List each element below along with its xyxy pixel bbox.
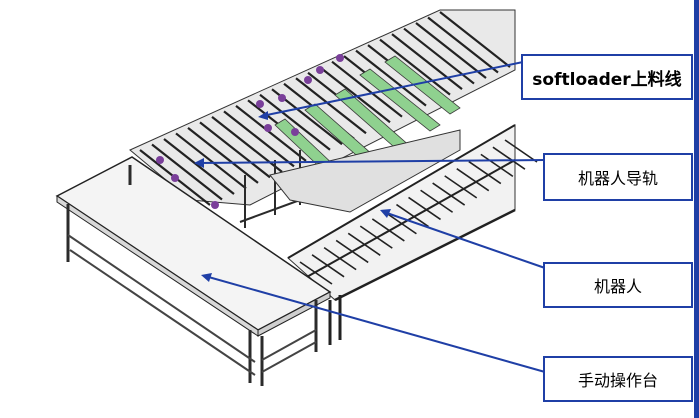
manual-table-label-text: 手动操作台 [577, 371, 658, 390]
softloader-roller [391, 33, 463, 90]
softloader-roller [427, 16, 499, 74]
softloader-label: softloader上料线 [521, 54, 693, 100]
softloader-roller [175, 132, 247, 190]
softloader-roller [151, 143, 223, 201]
leader-robot-rail [197, 159, 546, 164]
softloader-line [129, 9, 516, 228]
leader-arrowheads [194, 111, 391, 282]
robot-conveyor-roller [504, 139, 538, 163]
robot-conveyor-roller [311, 254, 345, 278]
robot-conveyor-roller [444, 175, 478, 199]
robot-conveyor-rollers [299, 139, 538, 285]
softloader-frame [239, 129, 461, 228]
robot-conveyor-roller [359, 225, 393, 249]
softloader-roller [295, 77, 367, 135]
softloader-roller [319, 66, 391, 124]
softloader-roller [235, 104, 307, 162]
right-border-bar [694, 0, 699, 418]
robot-conveyor-roller [468, 160, 502, 185]
manual-table [55, 156, 332, 386]
softloader-roller [415, 22, 487, 79]
leader-robot [383, 211, 546, 269]
softloader-roller [199, 121, 271, 179]
robot-conveyor-roller [420, 189, 454, 213]
robot-rail-label-text: 机器人导轨 [577, 169, 658, 188]
manual-table-label: 手动操作台 [543, 356, 693, 402]
robot-conveyor-roller [480, 153, 514, 178]
softloader-roller [223, 110, 295, 168]
robot-conveyor-roller [456, 168, 490, 192]
softloader-roller [355, 49, 427, 107]
robot-conveyor-roller [323, 246, 357, 271]
robot-rail-label: 机器人导轨 [543, 153, 693, 201]
softloader-roller [439, 11, 511, 68]
softloader-roller [187, 127, 259, 184]
robot-conveyor-roller [383, 211, 417, 235]
softloader-roller [379, 38, 451, 96]
robot-conveyor-roller [396, 203, 429, 228]
robot-conveyor-roller [347, 232, 381, 256]
softloader-roller [163, 138, 235, 195]
robot-label: 机器人 [543, 262, 693, 308]
robot-label-text: 机器人 [593, 277, 642, 296]
robot-conveyor-roller [335, 239, 369, 264]
softloader-label-text: softloader上料线 [532, 69, 682, 90]
softloader-roller [331, 60, 403, 118]
robot-conveyor-roller [492, 146, 526, 170]
leader-softloader [261, 61, 524, 117]
softloader-purple-parts [156, 54, 344, 209]
leader-manual-table [204, 275, 546, 373]
robot-conveyor-roller [408, 196, 441, 221]
softloader-roller [259, 93, 331, 151]
robot-conveyor-roller [432, 182, 466, 206]
robot-conveyor-roller [299, 261, 333, 285]
robot-conveyor [287, 124, 538, 345]
leader-lines [197, 61, 546, 373]
robot-conveyor-roller [371, 218, 405, 242]
